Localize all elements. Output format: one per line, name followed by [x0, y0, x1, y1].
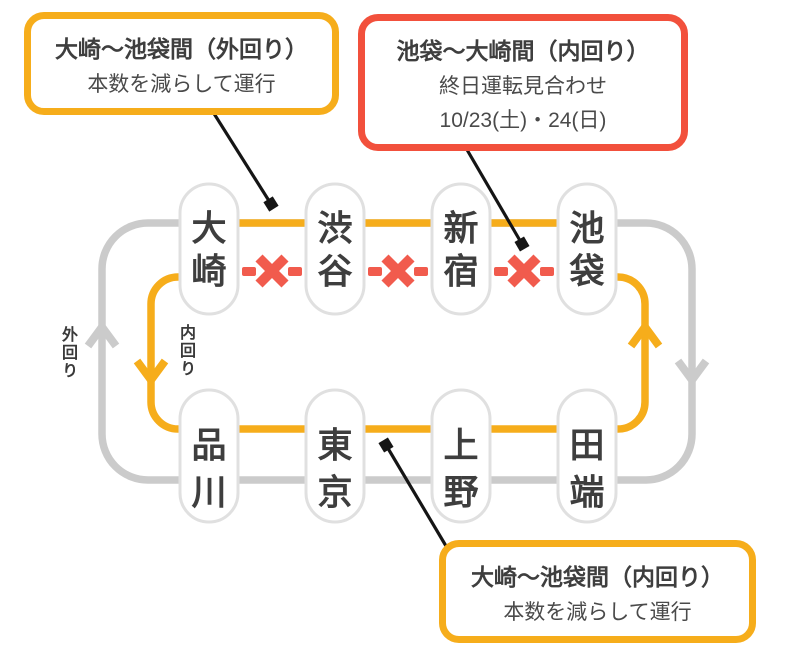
callout-inner-suspended-title: 池袋〜大崎間（内回り） — [396, 37, 650, 64]
leader-end-markers — [263, 196, 530, 453]
red-dash — [242, 267, 256, 276]
callout-inner-suspended-line2: 10/23(土)・24(日) — [439, 108, 607, 132]
inner-loop-label: 内回り — [177, 324, 194, 378]
outer-loop-label: 外回り — [59, 326, 76, 380]
station-label: 東 — [317, 427, 352, 466]
suspended-section — [242, 267, 554, 276]
suspended-x-marks — [255, 254, 541, 288]
leader-lines — [211, 111, 524, 547]
station-label: 野 — [443, 474, 478, 513]
leader-square-icon — [514, 236, 530, 252]
red-dash — [540, 267, 554, 276]
leader-line-inner-suspended — [464, 147, 524, 245]
callout-inner-suspended: 池袋〜大崎間（内回り） 終日運転見合わせ 10/23(土)・24(日) — [358, 14, 688, 151]
x-mark-icon — [507, 254, 541, 288]
callout-outer-reduced-body: 本数を減らして運行 — [87, 72, 276, 96]
leader-square-icon — [378, 437, 394, 453]
station-pill-osaki — [178, 182, 240, 316]
callout-inner-suspended-line1: 終日運転見合わせ — [439, 74, 607, 98]
station-pills — [178, 182, 618, 524]
station-pill-ueno — [430, 388, 492, 524]
station-pill-shinagawa — [178, 388, 240, 524]
callout-inner-reduced-title: 大崎〜池袋間（内回り） — [471, 563, 724, 590]
leader-line-inner-reduced — [384, 444, 448, 547]
callout-inner-reduced-body: 本数を減らして運行 — [503, 600, 692, 624]
station-label: 川 — [191, 474, 226, 513]
station-label: 池 — [569, 210, 604, 249]
station-label: 新 — [443, 210, 478, 249]
callout-outer-reduced: 大崎〜池袋間（外回り） 本数を減らして運行 — [24, 12, 339, 115]
outer-loop-up-arrow-icon — [84, 320, 120, 349]
station-label: 谷 — [317, 253, 352, 292]
station-pill-shibuya — [304, 182, 366, 316]
callout-outer-reduced-title: 大崎〜池袋間（外回り） — [55, 35, 308, 62]
station-label: 大 — [191, 210, 226, 249]
station-label: 品 — [191, 427, 226, 466]
station-label: 渋 — [317, 210, 352, 249]
leader-square-icon — [263, 196, 279, 212]
inner-loop-up-arrow-icon — [627, 320, 663, 349]
x-mark-icon — [255, 254, 289, 288]
station-labels: 大 崎 渋 谷 新 宿 池 袋 品 川 東 京 上 野 田 端 — [191, 210, 604, 513]
station-label: 京 — [317, 473, 352, 513]
station-label: 上 — [443, 427, 478, 466]
red-dash — [494, 267, 508, 276]
station-label: 崎 — [191, 253, 226, 292]
station-pill-tabata — [556, 388, 618, 524]
station-label: 田 — [569, 427, 604, 466]
inner-loop-down-arrow-icon — [133, 358, 169, 387]
station-pill-tokyo — [304, 388, 366, 524]
red-dash — [288, 267, 302, 276]
station-label: 袋 — [568, 253, 604, 292]
station-label: 宿 — [443, 253, 478, 292]
red-dash — [368, 267, 382, 276]
callout-inner-reduced: 大崎〜池袋間（内回り） 本数を減らして運行 — [439, 540, 756, 643]
station-pill-shinjuku — [430, 182, 492, 316]
outer-loop-down-arrow-icon — [674, 358, 710, 387]
station-pill-ikebukuro — [556, 182, 618, 316]
x-mark-icon — [381, 254, 415, 288]
red-dash — [414, 267, 428, 276]
station-label: 端 — [569, 474, 604, 513]
leader-line-outer-reduced — [211, 111, 273, 205]
